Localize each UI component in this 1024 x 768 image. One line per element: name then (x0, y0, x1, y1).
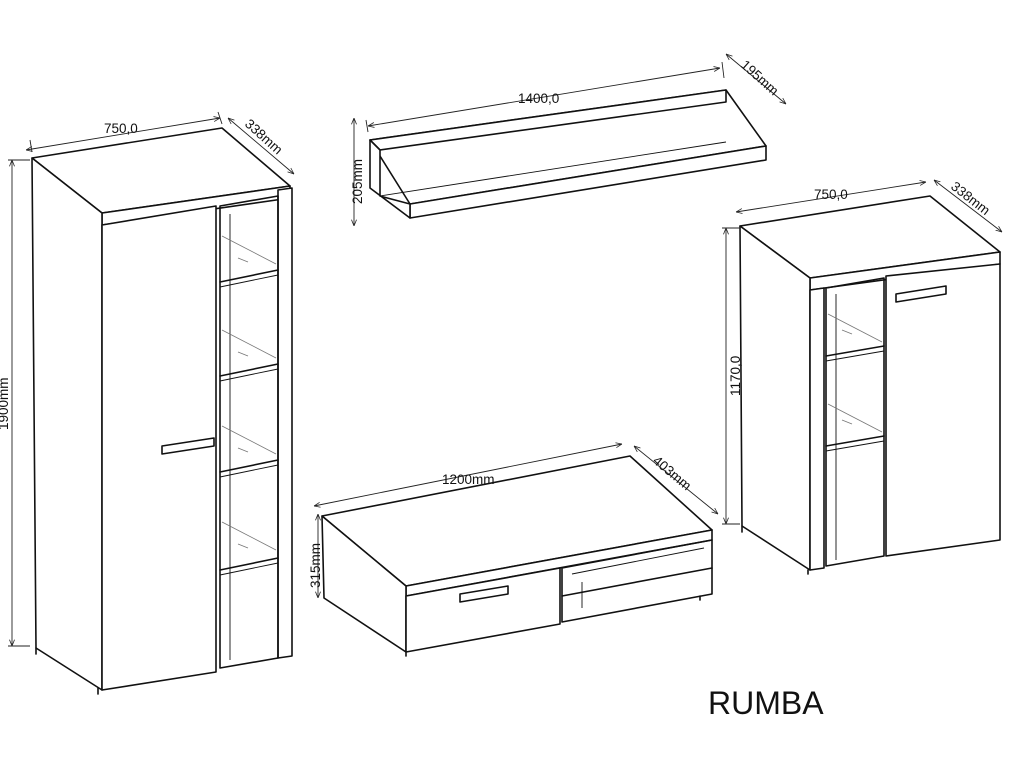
low-cabinet-height-label: 1170,0 (728, 356, 743, 396)
tall-cabinet-width-label: 750,0 (104, 121, 138, 136)
tall-cabinet-height-label: 1900mm (0, 377, 11, 430)
wall-shelf: 1400,0 195mm 205mm (350, 54, 786, 226)
wall-shelf-height-label: 205mm (350, 159, 365, 204)
low-cabinet-depth-label: 338mm (948, 179, 993, 219)
tv-stand-width-label: 1200mm (442, 472, 495, 487)
product-name: RUMBA (708, 685, 824, 721)
tv-stand: 1200mm 403mm 315mm (308, 444, 718, 657)
wall-shelf-width-label: 1400,0 (518, 91, 559, 106)
low-cabinet-width-label: 750,0 (814, 187, 848, 202)
wall-shelf-depth-label: 195mm (738, 57, 781, 98)
low-cabinet: 750,0 338mm 1170,0 (722, 179, 1002, 575)
tv-stand-height-label: 315mm (308, 543, 323, 588)
tall-cabinet: 750,0 338mm 1900mm (0, 111, 294, 695)
